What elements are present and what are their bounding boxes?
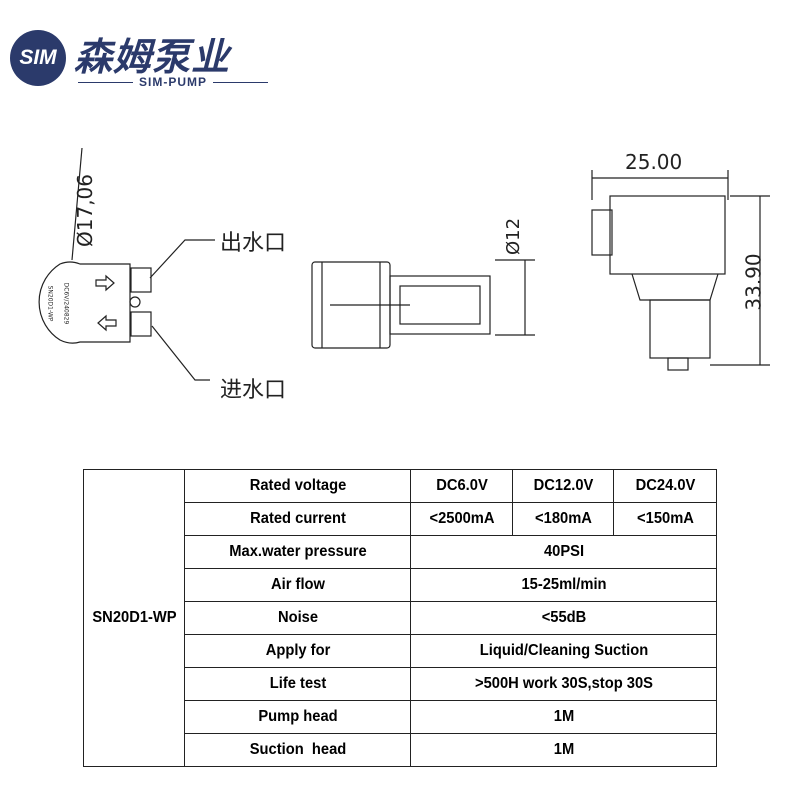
row-value: <2500mA	[414, 502, 509, 536]
table-row: Apply for Liquid/Cleaning Suction	[84, 634, 717, 668]
row-value: >500H work 30S,stop 30S	[422, 667, 705, 701]
port-center-screw	[129, 296, 141, 308]
row-label: Rated current	[193, 502, 402, 536]
row-value: <55dB	[422, 601, 705, 635]
table-row: Life test >500H work 30S,stop 30S	[84, 667, 717, 701]
table-row: Suction head 1M	[84, 733, 717, 767]
model-cell: SN20D1-WP	[87, 469, 181, 767]
outlet-port	[130, 267, 152, 293]
pump-top-view-drawing	[311, 259, 535, 349]
table-row: Rated current <2500mA <180mA <150mA	[84, 502, 717, 536]
logo-english-text: SIM-PUMP	[139, 75, 207, 89]
pump-body-outline	[38, 261, 131, 344]
logo-english-name: SIM-PUMP	[78, 75, 268, 89]
diameter-body-dimension: Ø12	[503, 217, 525, 256]
row-label: Max.water pressure	[193, 535, 402, 569]
row-label: Noise	[193, 601, 402, 635]
row-value: <180mA	[516, 502, 610, 536]
row-value: <150mA	[617, 502, 713, 536]
row-value: DC12.0V	[516, 469, 610, 503]
row-value: 1M	[422, 733, 705, 767]
outlet-label: 出水口	[220, 231, 287, 256]
pump-side-view-drawing	[38, 147, 215, 381]
table-row: Noise <55dB	[84, 601, 717, 635]
row-value: 1M	[422, 700, 705, 734]
diameter-outer-dimension: Ø17,06	[73, 174, 97, 247]
inlet-arrow-icon	[97, 314, 117, 332]
diameter-leader-line	[71, 147, 83, 261]
width-dimension: 25.00	[625, 150, 683, 174]
pump-marking-code: DC6V/240829	[62, 282, 70, 325]
row-value: DC6.0V	[414, 469, 509, 503]
row-value: 40PSI	[422, 535, 705, 569]
pump-front-view-drawing	[591, 170, 770, 371]
row-label: Rated voltage	[193, 469, 402, 503]
outlet-leader-line	[149, 239, 215, 279]
row-value: 15-25ml/min	[422, 568, 705, 602]
row-value: DC24.0V	[617, 469, 713, 503]
table-row: Air flow 15-25ml/min	[84, 568, 717, 602]
row-label: Life test	[193, 667, 402, 701]
height-dimension: 33.90	[741, 253, 766, 311]
row-label: Suction head	[193, 733, 402, 767]
row-value: Liquid/Cleaning Suction	[422, 634, 705, 668]
logo-mark: SIM	[10, 30, 66, 86]
row-label: Apply for	[193, 634, 402, 668]
pump-marking-model: SN20D1-WP	[46, 285, 54, 322]
inlet-port	[130, 311, 152, 337]
table-row: SN20D1-WP Rated voltage DC6.0V DC12.0V D…	[84, 469, 717, 767]
row-label: Air flow	[193, 568, 402, 602]
table-row: Max.water pressure 40PSI	[84, 535, 717, 569]
inlet-leader-line	[151, 325, 210, 381]
outlet-arrow-icon	[95, 274, 115, 292]
logo-chinese-name: 森姆泵业	[74, 37, 231, 79]
spec-table: SN20D1-WP Rated voltage DC6.0V DC12.0V D…	[83, 469, 717, 767]
row-label: Pump head	[193, 700, 402, 734]
inlet-label: 进水口	[220, 378, 287, 403]
